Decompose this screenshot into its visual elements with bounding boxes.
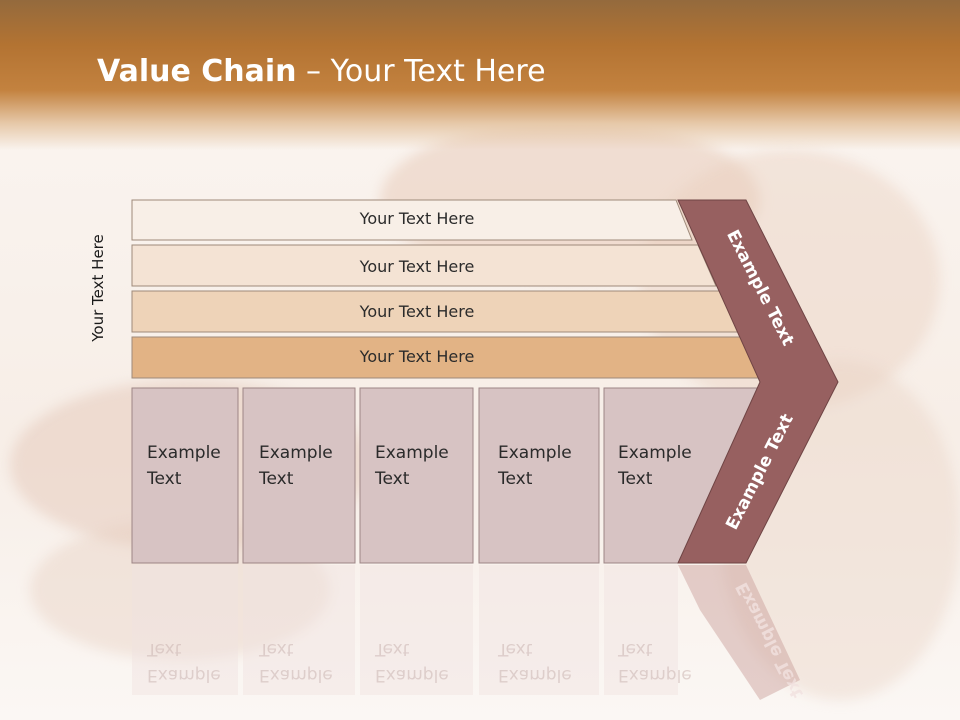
bar-shape-1 bbox=[131, 199, 693, 241]
reflection-line: Example bbox=[147, 665, 221, 685]
header-band bbox=[0, 0, 960, 150]
column-box-4 bbox=[478, 387, 600, 564]
column-reflection bbox=[132, 565, 238, 695]
title-rest: – Your Text Here bbox=[296, 54, 546, 89]
column-label-line: Text bbox=[259, 469, 294, 489]
column-label-line: Example bbox=[498, 443, 572, 463]
column-reflection bbox=[604, 565, 678, 695]
column-label-reflection: Example Text bbox=[375, 636, 449, 688]
slide-title: Value Chain – Your Text Here bbox=[97, 54, 546, 89]
column-label-line: Example bbox=[618, 443, 692, 463]
column-label-line: Text bbox=[618, 469, 653, 489]
bar-label-2: Your Text Here bbox=[359, 257, 475, 276]
chevron-arrow bbox=[677, 199, 839, 564]
column-box-3 bbox=[359, 387, 474, 564]
column-label-reflection: Example Text bbox=[618, 636, 692, 688]
column-label-reflection: Example Text bbox=[147, 636, 221, 688]
column-label-line: Example bbox=[147, 443, 221, 463]
reflection-line: Example bbox=[375, 665, 449, 685]
column-label-line: Text bbox=[147, 469, 182, 489]
reflection-line: Example bbox=[498, 665, 572, 685]
bar-label-1: Your Text Here bbox=[359, 209, 475, 228]
column-label-line: Example bbox=[259, 443, 333, 463]
column-label-line: Text bbox=[375, 469, 410, 489]
reflection-line: Text bbox=[618, 639, 653, 659]
bar-shape-2 bbox=[131, 244, 717, 287]
bar-label-3: Your Text Here bbox=[359, 302, 475, 321]
reflection-line: Text bbox=[498, 639, 533, 659]
column-box-2 bbox=[242, 387, 356, 564]
reflection-line: Example bbox=[618, 665, 692, 685]
reflection-line: Text bbox=[147, 639, 182, 659]
column-label-reflection: Example Text bbox=[498, 636, 572, 688]
bar-label-4: Your Text Here bbox=[359, 347, 475, 366]
column-reflection bbox=[479, 565, 599, 695]
title-bold: Value Chain bbox=[97, 54, 297, 89]
chevron-reflection bbox=[678, 565, 800, 700]
column-label-reflection: Example Text bbox=[259, 636, 333, 688]
column-label-line: Example bbox=[375, 443, 449, 463]
reflection-line: Text bbox=[259, 639, 294, 659]
column-label-line: Text bbox=[498, 469, 533, 489]
reflection-line: Example bbox=[259, 665, 333, 685]
column-box-1 bbox=[131, 387, 239, 564]
reflection-line: Text bbox=[375, 639, 410, 659]
column-reflection bbox=[360, 565, 473, 695]
column-reflection bbox=[243, 565, 355, 695]
